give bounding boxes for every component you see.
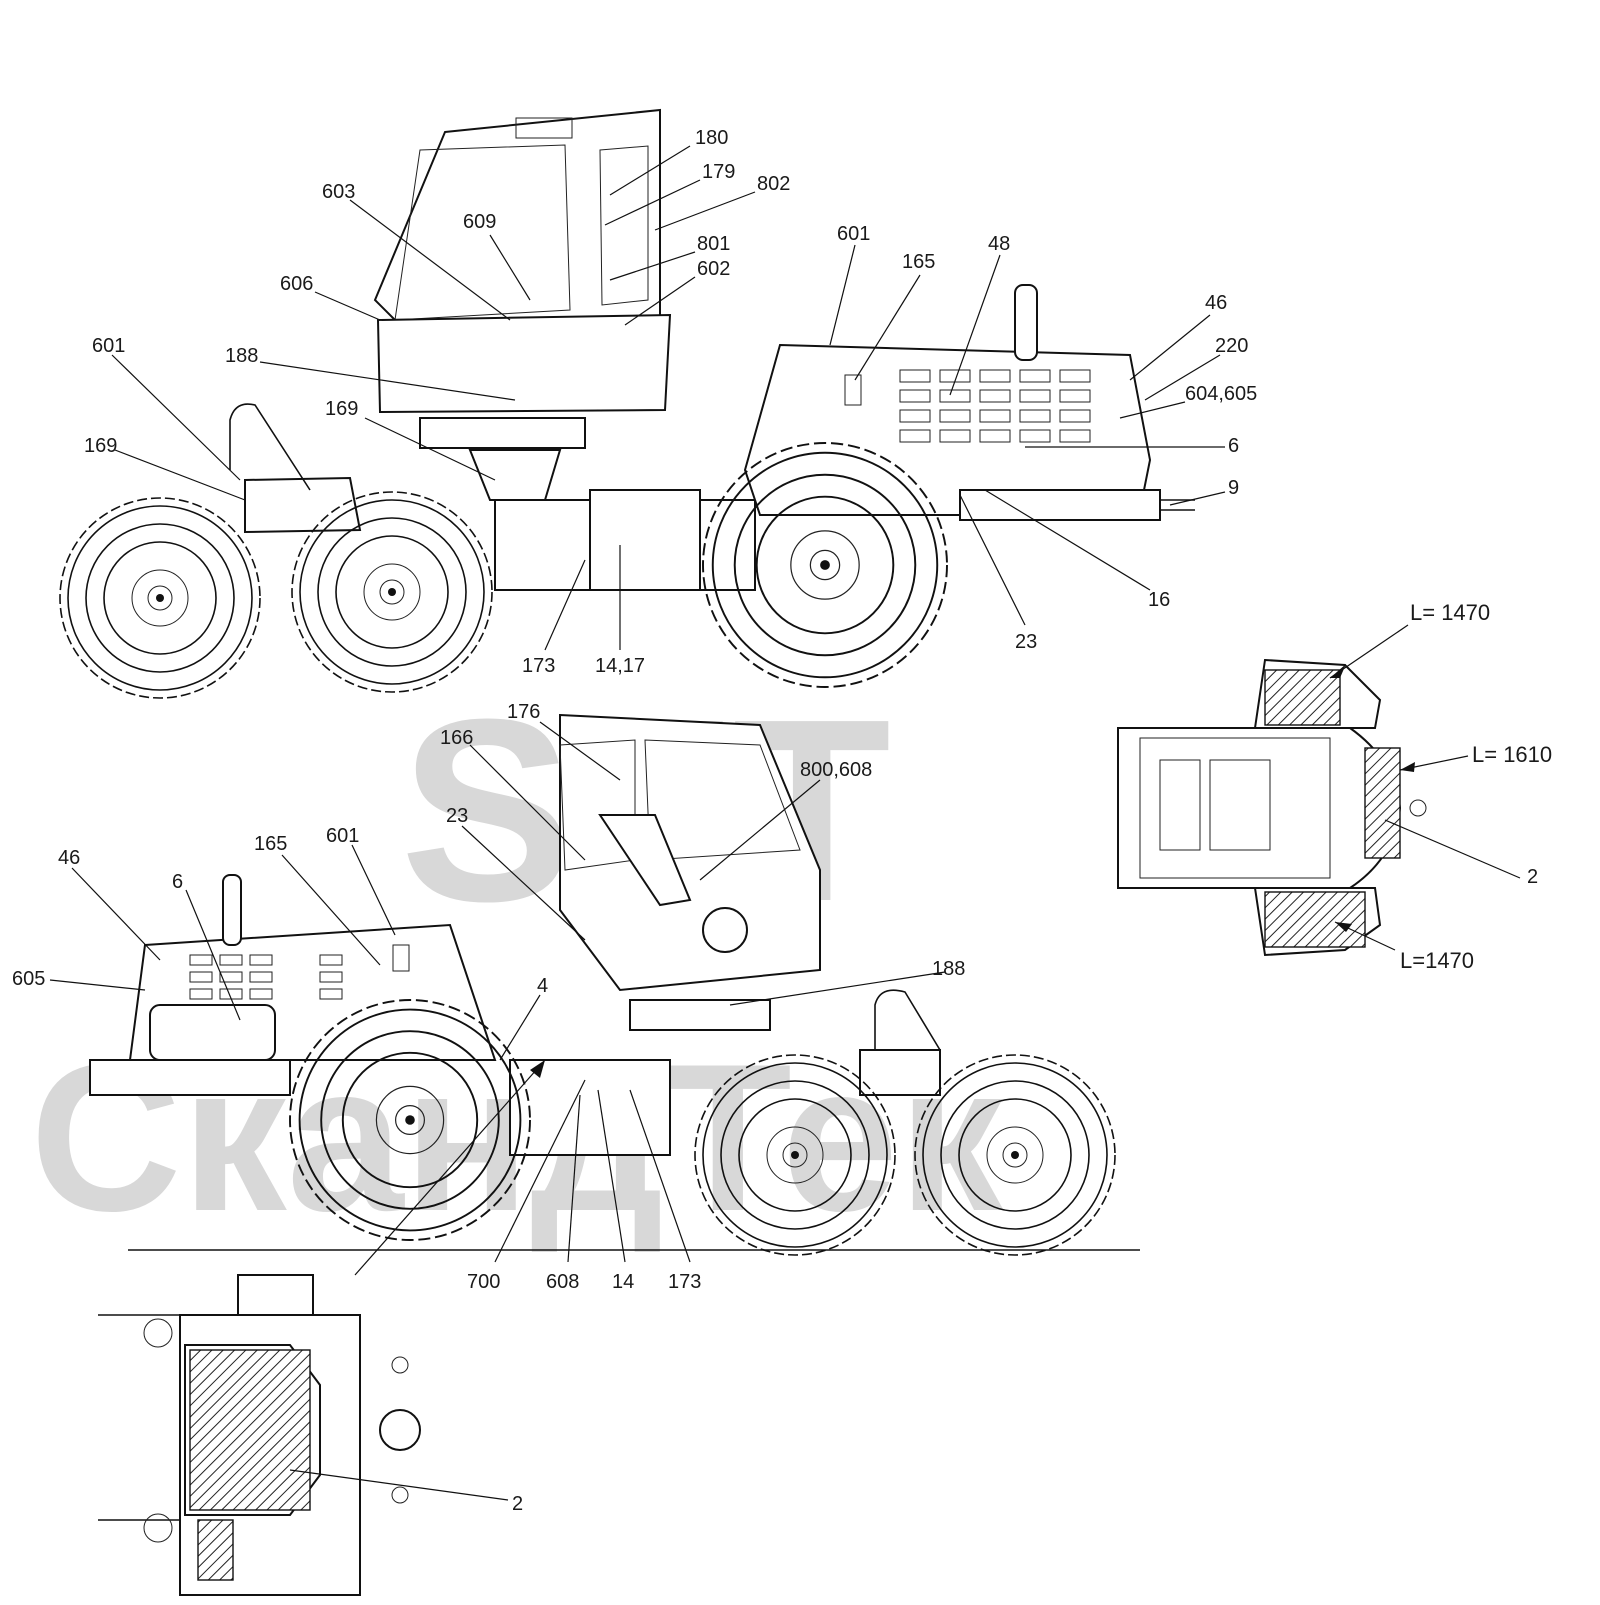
- callout-2-rear: 2: [1527, 866, 1538, 888]
- rear-component-a: [1159, 759, 1201, 851]
- callout-l1470-top: L= 1470: [1410, 600, 1490, 625]
- callout-48: 48: [988, 233, 1010, 255]
- hood-sticker-b: [392, 944, 410, 972]
- callout-l1610: L= 1610: [1472, 742, 1552, 767]
- callout-602: 602: [697, 258, 730, 280]
- cab-front-window: [394, 144, 571, 321]
- callout-165-top: 165: [902, 251, 935, 273]
- callout-46-top: 46: [1205, 292, 1227, 314]
- hood-grille: [899, 369, 1091, 443]
- callout-604-605: 604,605: [1185, 383, 1257, 405]
- front-guard: [229, 403, 311, 491]
- plan-hatch-small: [197, 1519, 234, 1581]
- plan-detail-callouts: 2: [289, 1469, 523, 1515]
- callout-800-608: 800,608: [800, 759, 872, 781]
- hood-sticker: [844, 374, 862, 406]
- top-plan-detail: [98, 1059, 546, 1596]
- rear-lower-hatch: [1264, 891, 1366, 948]
- detail-arrow: [530, 1060, 545, 1078]
- callout-2-plan: 2: [512, 1493, 523, 1515]
- exhaust-pipe-b: [222, 874, 242, 946]
- bottom-side-view: [89, 713, 1140, 1256]
- callout-16: 16: [1148, 589, 1170, 611]
- callout-605-b: 605: [12, 968, 45, 990]
- callout-23-b: 23: [446, 805, 468, 827]
- callout-169-a: 169: [325, 398, 358, 420]
- rear-view-callouts: L= 1470 L= 1610 2 L=1470: [1329, 600, 1552, 973]
- rear-chassis-inner: [1139, 737, 1331, 879]
- callout-609: 609: [463, 211, 496, 233]
- callout-173-top: 173: [522, 655, 555, 677]
- cab-body: [373, 108, 661, 327]
- rear-hook: [1409, 799, 1427, 817]
- callout-179: 179: [702, 161, 735, 183]
- plan-joint: [379, 1409, 421, 1451]
- front-bogie-frame: [244, 476, 362, 534]
- callout-601-top: 601: [837, 223, 870, 245]
- callout-606: 606: [280, 273, 313, 295]
- callout-608-b: 608: [546, 1271, 579, 1293]
- callout-802: 802: [757, 173, 790, 195]
- callout-603: 603: [322, 181, 355, 203]
- callout-4: 4: [537, 975, 548, 997]
- callout-6-top: 6: [1228, 435, 1239, 457]
- callout-176: 176: [507, 701, 540, 723]
- callout-801: 801: [697, 233, 730, 255]
- callout-169-b: 169: [84, 435, 117, 457]
- hydraulic-tank: [589, 489, 701, 591]
- front-bogie-b: [859, 1049, 941, 1096]
- cab-roof-light: [515, 117, 573, 139]
- cab-b: [559, 713, 821, 992]
- cab-side-window: [599, 145, 649, 306]
- plan-bolt-top: [391, 1356, 409, 1374]
- callout-l1470-bottom: L=1470: [1400, 948, 1474, 973]
- rear-upper-hatch: [1264, 669, 1341, 726]
- tire-front-1: [59, 497, 261, 699]
- callout-601-left: 601: [92, 335, 125, 357]
- crane-arm: [598, 814, 692, 907]
- rear-frame-b: [89, 1059, 291, 1096]
- callout-46-b: 46: [58, 847, 80, 869]
- rear-hitch: [1160, 499, 1195, 511]
- rear-frame: [959, 489, 1161, 521]
- callout-601-b: 601: [326, 825, 359, 847]
- rear-view: [1117, 658, 1427, 957]
- bottom-view-callouts: 176 166 800,608 23 46 165 601 6 605 4 18…: [12, 701, 965, 1293]
- hood-grille-b: [189, 954, 343, 1000]
- callout-166: 166: [440, 727, 473, 749]
- rear-side-hatch: [1364, 747, 1401, 859]
- battery-box: [149, 1004, 276, 1061]
- cab-lower: [376, 313, 672, 414]
- plan-bolt-bottom: [391, 1486, 409, 1504]
- callout-23-top: 23: [1015, 631, 1037, 653]
- top-view-callouts: 180 179 802 603 609 801 602 606 601 165 …: [84, 127, 1257, 677]
- callout-180: 180: [695, 127, 728, 149]
- crane-pivot: [702, 907, 748, 953]
- plan-hole-top: [143, 1318, 173, 1348]
- callout-188-b: 188: [932, 958, 965, 980]
- hydraulic-tank-b: [509, 1059, 671, 1156]
- callout-6-b: 6: [172, 871, 183, 893]
- callout-14-b: 14: [612, 1271, 634, 1293]
- callout-14-17: 14,17: [595, 655, 645, 677]
- top-side-view: [59, 108, 1195, 699]
- plan-hole-bottom: [143, 1513, 173, 1543]
- callout-173-b: 173: [668, 1271, 701, 1293]
- exhaust-pipe: [1014, 284, 1038, 361]
- callout-220: 220: [1215, 335, 1248, 357]
- cab-base: [419, 417, 586, 449]
- callout-188-top: 188: [225, 345, 258, 367]
- cab-b-base: [629, 999, 771, 1031]
- rear-component-b: [1209, 759, 1271, 851]
- callout-165-b: 165: [254, 833, 287, 855]
- callout-9: 9: [1228, 477, 1239, 499]
- plan-hatch: [189, 1349, 311, 1511]
- front-guard-b: [874, 989, 941, 1055]
- plan-top-block: [237, 1274, 314, 1316]
- callout-700: 700: [467, 1271, 500, 1293]
